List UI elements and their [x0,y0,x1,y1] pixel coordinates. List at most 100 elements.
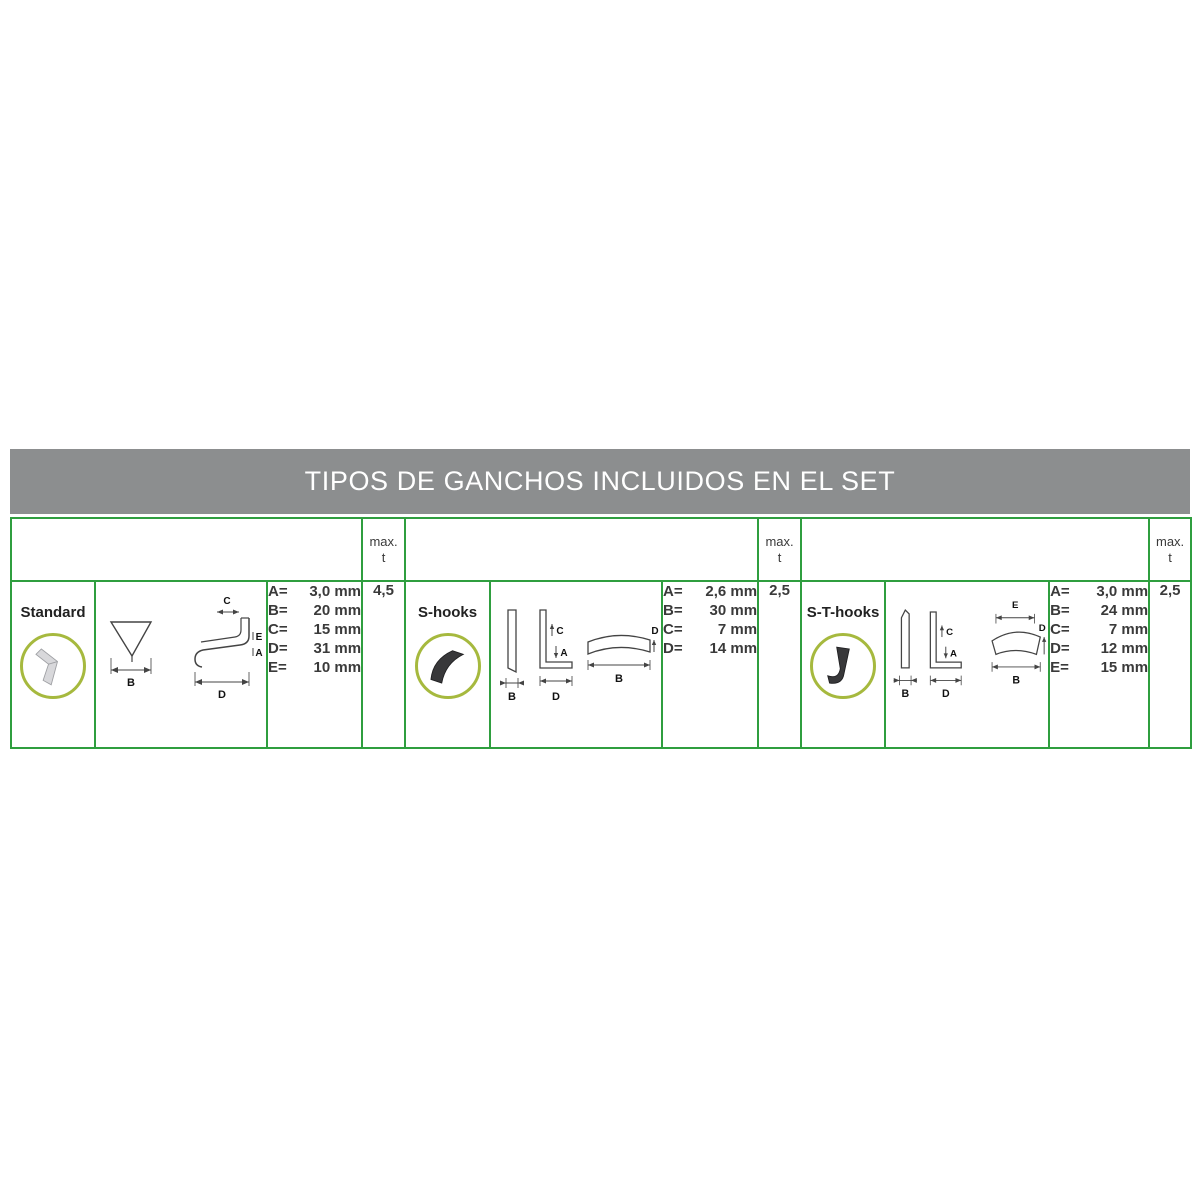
standard-photo-ring [20,633,86,699]
measurement-row: B= 30 mm [663,601,757,620]
dim-label-d: D [218,689,226,701]
dim-label-e: E [256,632,263,643]
measurement-row: D= 14 mm [663,639,757,658]
measurement-key: C= [663,621,683,638]
measurement-value: 12 mm [1100,640,1149,657]
measurement-value: 7 mm [717,621,758,638]
measurement-value: 20 mm [313,602,362,619]
measurement-key: E= [268,659,287,676]
standard-front-view-drawing: B [109,620,153,689]
measurement-key: E= [1050,659,1069,676]
header-spacer-cell-3 [800,517,1151,582]
s-t-hooks-diagram-cell: B C A D [884,580,1051,749]
dim-label-c: C [556,626,563,637]
s-hooks-photo-ring [414,633,481,699]
measurement-row: C= 15 mm [268,620,361,639]
dim-label-a: A [950,648,957,659]
s-hooks-band-drawing: B D [587,626,659,685]
max-t-label-line2: t [1168,549,1172,565]
measurement-key: A= [268,583,288,600]
measurement-row: C= 7 mm [663,620,757,639]
measurement-row: A= 2,6 mm [663,582,757,601]
dim-label-d: D [942,687,950,699]
measurement-key: D= [268,640,288,657]
table-main-row: Standard [10,580,1193,749]
dim-label-b: B [615,673,623,685]
dim-label-e: E [1012,600,1019,611]
measurement-key: B= [1050,602,1070,619]
s-t-hooks-photo-ring [810,633,877,699]
s-hooks-strip1-drawing: B [500,608,525,703]
measurement-value: 24 mm [1100,602,1149,619]
section-name-s-t-hooks: S-T-hooks [806,604,880,621]
measurement-row: B= 24 mm [1050,601,1148,620]
measurement-value: 2,6 mm [705,583,758,600]
max-t-header-2: max. t [757,517,803,582]
s-hook-photo [430,650,464,684]
measurement-row: E= 15 mm [1050,658,1148,677]
max-t-label-line2: t [381,549,386,565]
measurement-key: B= [268,602,288,619]
table-header-row: max. t max. t max. t [9,517,1193,582]
s-hooks-dimension-diagram: B C A D [500,608,659,703]
s-t-hooks-measurements-cell: A=3,0 mm B= 24 mm C= 7 mm D= 12 mm E= 15 mm [1048,580,1151,749]
measurement-value: 3,0 mm [309,583,362,600]
standard-hook-photo [35,648,58,686]
dim-label-b: B [127,677,135,689]
dim-label-d: D [651,626,658,637]
measurement-row: A= 3,0 mm [268,582,361,601]
measurement-value: 30 mm [709,602,758,619]
s-hooks-strip2-drawing: C A D [539,608,573,703]
section-name-standard: Standard [20,604,86,621]
measurement-key: C= [268,621,288,638]
measurement-value: 10 mm [313,659,362,676]
s-t-hooks-photo-cell: S-T-hooks [800,580,887,749]
measurement-key: B= [663,602,683,619]
dim-label-b: B [508,691,516,703]
measurement-value: 14 mm [709,640,758,657]
measurement-key: A= [663,583,683,600]
dim-label-a: A [255,648,262,659]
s-hooks-photo-cell: S-hooks [404,580,492,749]
s-t-hooks-dome-drawing: E B D [991,600,1047,686]
s-hooks-measurements-cell: A= 2,6 mm B= 30 mm C= 7 mm D= 14 mm [661,580,760,749]
hook-types-table: max. t max. t max. t Standard [9,517,1193,749]
max-t-header-3: max. t [1148,517,1193,582]
standard-diagram-cell: B C E A [94,580,268,749]
standard-photo-cell: Standard [10,580,96,749]
measurement-key: D= [1050,640,1070,657]
dim-label-d: D [1039,623,1046,634]
max-t-label-line2: t [777,549,782,565]
dim-label-d: D [552,691,560,703]
s-t-hooks-max-t-cell: 2,5 [1148,580,1193,749]
s-t-hooks-strip1-drawing: B [893,608,917,699]
header-spacer-cell-2 [404,517,760,582]
s-t-hooks-strip2-drawing: C A D [929,610,962,699]
measurement-row: D= 12 mm [1050,639,1148,658]
max-t-label-line1: max. [369,533,398,549]
measurement-row: D= 31 mm [268,639,361,658]
max-t-label-line1: max. [1156,533,1185,549]
s-hooks-diagram-cell: B C A D [489,580,664,749]
section-name-s-hooks: S-hooks [417,604,478,621]
measurement-value: 15 mm [1100,659,1149,676]
dim-label-a: A [560,648,567,659]
standard-dimension-diagram: B C E A [109,596,263,701]
measurement-key: D= [663,640,683,657]
s-t-hook-photo [827,646,850,684]
s-hooks-max-t-cell: 2,5 [757,580,803,749]
measurement-value: 31 mm [313,640,362,657]
measurement-row: B= 20 mm [268,601,361,620]
measurement-value: 15 mm [313,621,362,638]
measurement-row: E= 10 mm [268,658,361,677]
standard-max-t-cell: 4,5 [361,580,407,749]
s-t-hooks-dimension-diagram: B C A D [893,600,1047,699]
dim-label-c: C [946,627,953,638]
header-spacer-cell-1 [9,517,364,582]
dim-label-b: B [1012,674,1020,686]
measurement-row: A=3,0 mm [1050,582,1148,601]
title-bar: TIPOS DE GANCHOS INCLUIDOS EN EL SET [10,449,1190,514]
measurement-key: C= [1050,621,1070,638]
dim-label-b: B [902,687,910,699]
measurement-value: 7 mm [1108,621,1149,638]
